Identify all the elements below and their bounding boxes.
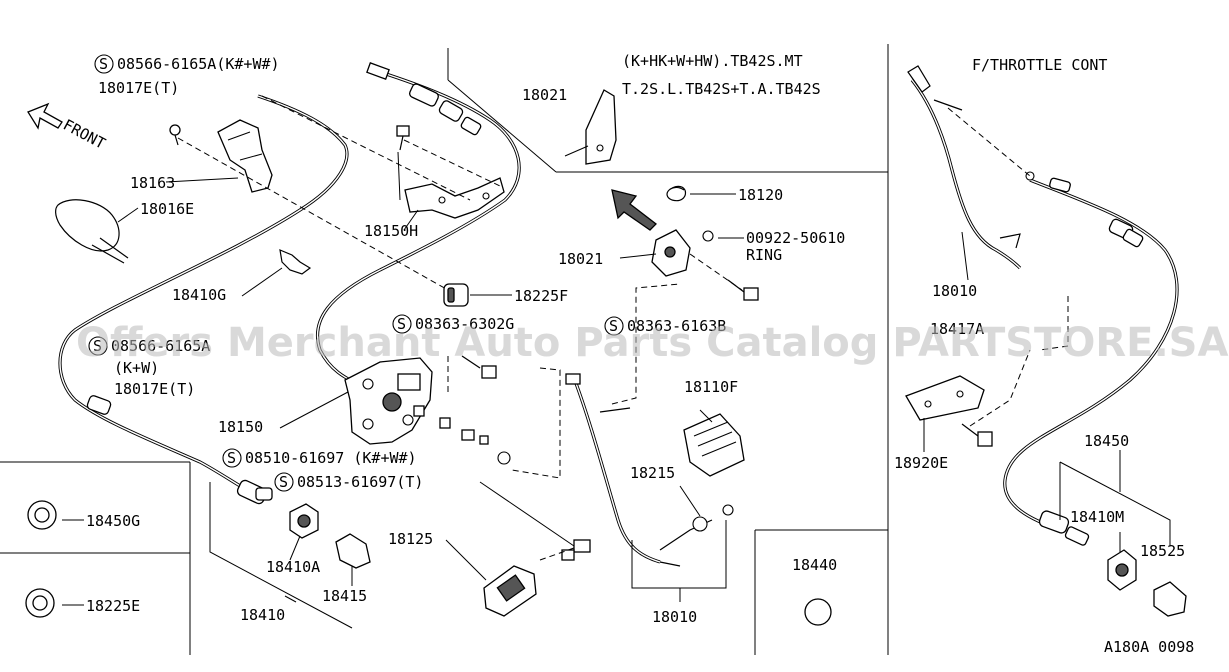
- stopper-18215: [692, 504, 734, 532]
- bracket-18150h: [404, 177, 505, 219]
- label-18010-bottom: 18010: [652, 608, 697, 626]
- label-18225e: 18225E: [86, 597, 140, 615]
- label-18225f: 18225F: [514, 287, 568, 305]
- label-18440: 18440: [792, 556, 837, 574]
- label-18125: 18125: [388, 530, 433, 548]
- accelerator-pedal-arm: [565, 373, 713, 567]
- cap-18440: [804, 598, 832, 626]
- label-18450: 18450: [1084, 432, 1129, 450]
- clip-18016e: [55, 199, 129, 264]
- bolt-08363-6302g-icon: [461, 355, 497, 379]
- label-18410m: 18410M: [1070, 508, 1124, 526]
- label-ring: RING: [746, 246, 782, 264]
- figure-code: A180A 0098: [1104, 638, 1194, 656]
- label-18150: 18150: [218, 418, 263, 436]
- svg-text:S: S: [279, 473, 288, 491]
- bracket-18920e: [905, 375, 985, 421]
- variant-line-2: T.2S.L.TB42S+T.A.TB42S: [622, 80, 821, 98]
- grommet-18410m: [1107, 549, 1137, 591]
- label-18021-top: 18021: [522, 86, 567, 104]
- bolt-18150h-icon: [396, 125, 410, 151]
- variant-line-1: (K+HK+W+HW).TB42S.MT: [622, 52, 803, 70]
- svg-text:S: S: [227, 449, 236, 467]
- fastener-chain: [413, 405, 511, 465]
- label-08566-6165a-top: 08566-6165A(K#+W#): [117, 55, 280, 73]
- label-kw: (K+W): [114, 359, 159, 377]
- label-08566-6165a-left: 08566-6165A: [111, 337, 210, 355]
- direction-arrow-icon: [611, 189, 657, 231]
- label-18410: 18410: [240, 606, 285, 624]
- panel-title: F/THROTTLE CONT: [972, 56, 1107, 74]
- clip-18525: [1153, 581, 1187, 617]
- leader-lines: [62, 145, 1171, 629]
- front-label: FRONT: [60, 116, 108, 153]
- spring-18120: [666, 185, 687, 202]
- label-08513-61697: 08513-61697(T): [297, 473, 423, 491]
- clip-18410g: [279, 249, 312, 275]
- label-18017e-left: 18017E(T): [114, 380, 195, 398]
- bolt-18417a-icon: [961, 423, 993, 447]
- grommet-18225f: [443, 283, 469, 307]
- cable-end-left: [255, 487, 273, 501]
- label-18010-right: 18010: [932, 282, 977, 300]
- label-18016e: 18016E: [140, 200, 194, 218]
- grommet-18410a: [289, 503, 319, 539]
- grommet-18450g: [27, 500, 57, 530]
- label-00922-50610: 00922-50610: [746, 229, 845, 247]
- bolt-08513-icon: [561, 539, 591, 561]
- svg-text:S: S: [93, 337, 102, 355]
- svg-text:S: S: [99, 55, 108, 73]
- clamp-18163: [217, 119, 273, 193]
- ring-00922: [702, 230, 714, 242]
- watermark: Offers Merchant Auto Parts Catalog PARTS…: [76, 320, 1228, 366]
- label-18450g: 18450G: [86, 512, 140, 530]
- pedal-pad-18125: [483, 565, 537, 617]
- label-18163: 18163: [130, 174, 175, 192]
- label-18021-mid: 18021: [558, 250, 603, 268]
- label-08363-6302g: 08363-6302G: [415, 315, 514, 333]
- part-labels: S S S S S S 08566-6165A(K#+W#) 18017E(T)…: [86, 54, 1185, 626]
- clip-18415: [335, 533, 371, 569]
- label-18920e: 18920E: [894, 454, 948, 472]
- svg-text:S: S: [609, 317, 618, 335]
- panel-dividers: [0, 44, 889, 655]
- label-18415: 18415: [322, 587, 367, 605]
- bracket-18021-top: [585, 89, 617, 165]
- cable-18450: [1003, 171, 1179, 546]
- dashed-lines: [177, 95, 1069, 561]
- label-08510-61697: 08510-61697 (K#+W#): [245, 449, 417, 467]
- label-08363-6163b: 08363-6163B: [627, 317, 726, 335]
- label-18120: 18120: [738, 186, 783, 204]
- bracket-18021-mid: [651, 229, 691, 277]
- pedal-bracket-18150: [344, 357, 433, 445]
- bolt-top-left-icon: [169, 124, 181, 146]
- label-18215: 18215: [630, 464, 675, 482]
- label-18150h: 18150H: [364, 222, 418, 240]
- label-18410g: 18410G: [172, 286, 226, 304]
- label-18417a: 18417A: [930, 320, 984, 338]
- pedal-pad-18110f: [683, 413, 745, 477]
- label-18410a: 18410A: [266, 558, 320, 576]
- front-arrow-icon: [27, 102, 63, 130]
- grommet-18225e: [25, 588, 55, 618]
- pedal-18010-right: [907, 65, 1022, 270]
- label-18525: 18525: [1140, 542, 1185, 560]
- label-18110f: 18110F: [684, 378, 738, 396]
- label-18017e-top: 18017E(T): [98, 79, 179, 97]
- svg-text:S: S: [397, 315, 406, 333]
